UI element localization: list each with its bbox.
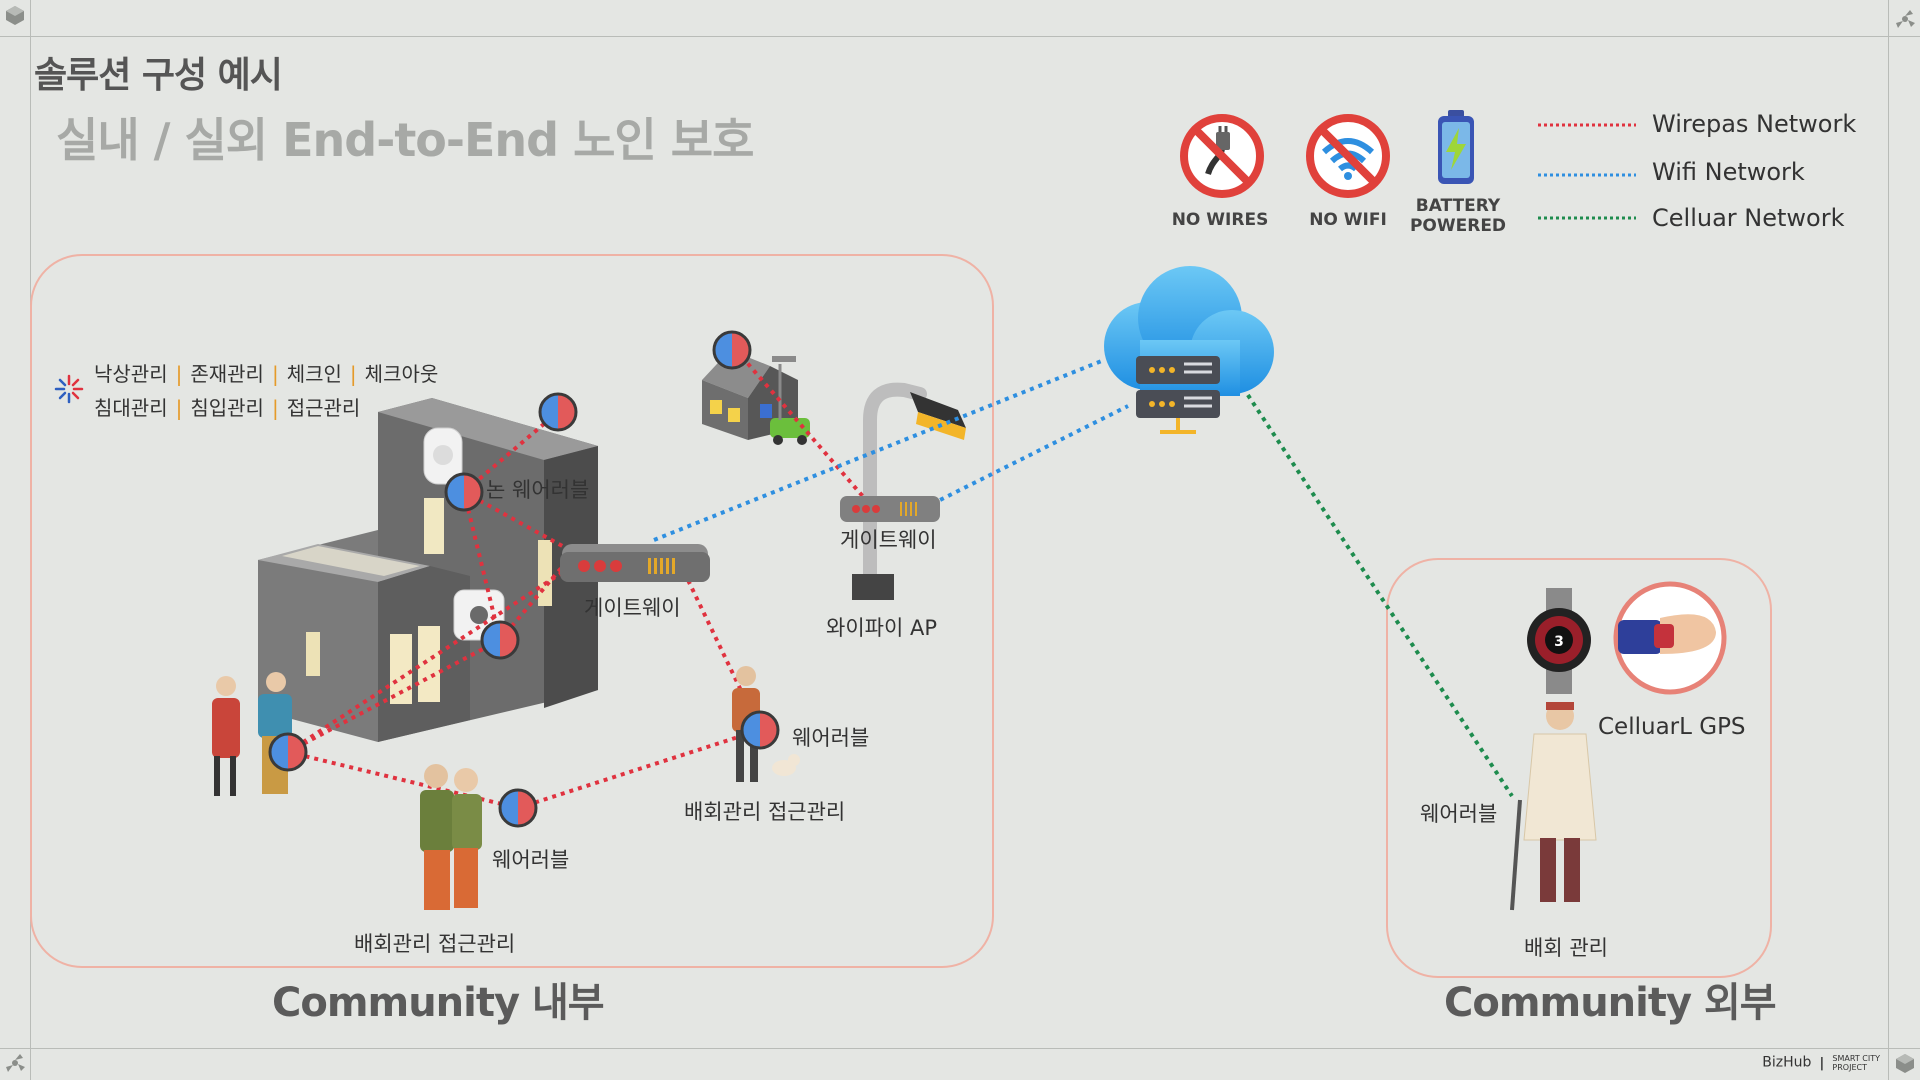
no-wifi-label: NO WIFI [1309, 210, 1387, 230]
footer-project-line1: SMART CITY [1832, 1054, 1880, 1063]
gateway-device-1 [560, 544, 710, 582]
legend-celluar-label: Celluar Network [1652, 204, 1845, 232]
caption-a: 배회관리 접근관리 [354, 932, 516, 956]
corner-fan-icon [1896, 10, 1915, 28]
wirepas-node-icon [498, 788, 538, 828]
sparkle-icon [54, 374, 84, 404]
feature-item: 침입관리 [190, 396, 264, 420]
caption-b: 배회관리 접근관리 [684, 800, 846, 824]
house-with-car-illustration [702, 350, 810, 445]
corner-cube-icon [6, 6, 24, 25]
non-wearable-label: 논 웨어러블 [486, 478, 590, 502]
frame-right-line [1888, 0, 1889, 1080]
street-lamp-pole [852, 382, 927, 600]
wifi-links [653, 358, 1129, 542]
legend-lines [1538, 123, 1636, 220]
gateway-label-2: 게이트웨이 [840, 528, 937, 552]
page-title: 솔루션 구성 예시 [34, 55, 283, 96]
gateway-label-1: 게이트웨이 [584, 596, 681, 620]
wirepas-node-icon [712, 330, 752, 370]
wirepas-node-icon [538, 392, 578, 432]
wirepas-node-icon [740, 710, 780, 750]
elderly-couple-1-illustration [212, 672, 292, 796]
legend-wifi-label: Wifi Network [1652, 158, 1805, 186]
gateway-device-2 [840, 496, 940, 522]
wirepas-links [286, 348, 868, 810]
smartwatch-illustration: 3 [1527, 588, 1591, 694]
community-inside-label: Community 내부 [272, 980, 605, 1026]
no-wifi-icon [1306, 114, 1390, 198]
battery-label-line2: POWERED [1409, 216, 1507, 236]
feature-item: 존재관리 [190, 362, 264, 386]
community-outside-region [1386, 558, 1772, 978]
feature-item: 낙상관리 [94, 362, 168, 386]
corner-cube-icon [1896, 1054, 1914, 1073]
wifi-ap-label: 와이파이 AP [826, 616, 937, 640]
corner-fan-icon [6, 1054, 25, 1072]
outside-caption: 배회 관리 [1524, 936, 1608, 960]
frame-top-line [0, 36, 1920, 37]
watch-number: 3 [1554, 634, 1564, 650]
battery-icon [1438, 110, 1474, 184]
footer-brand-name: BizHub [1762, 1054, 1812, 1071]
page-subtitle: 실내 / 실외 End-to-End 노인 보호 [56, 113, 754, 167]
no-wires-label: NO WIRES [1171, 210, 1269, 230]
wifi-ap-device [910, 392, 966, 440]
wearable-label-b: 웨어러블 [792, 726, 870, 750]
frame-bottom-line [0, 1048, 1920, 1049]
feature-item: 접근관리 [286, 396, 361, 420]
feature-item: 침대관리 [94, 396, 168, 420]
legend-wirepas-label: Wirepas Network [1652, 110, 1857, 138]
feature-item: 체크아웃 [364, 362, 439, 386]
wrist-watch-icon [1613, 581, 1727, 695]
community-outside-label: Community 외부 [1444, 980, 1777, 1026]
feature-item: 체크인 [286, 362, 342, 386]
celluar-links [1236, 378, 1514, 798]
footer-brand: BizHub | SMART CITY PROJECT [1762, 1054, 1880, 1072]
no-wires-icon [1180, 114, 1264, 198]
elderly-man-with-cane-illustration [1510, 702, 1597, 911]
feature-row-2: 침대관리|침입관리|접근관리 [94, 396, 361, 420]
gps-label: CelluarL GPS [1598, 714, 1746, 740]
battery-label-line1: BATTERY [1415, 196, 1501, 216]
footer-project-line2: PROJECT [1832, 1063, 1867, 1072]
motion-sensor-device [423, 427, 463, 485]
wirepas-node-icon [444, 472, 484, 512]
wirepas-node-icon [268, 732, 308, 772]
community-inside-region [30, 254, 994, 968]
elderly-couple-2-illustration [420, 764, 482, 910]
outside-wearable-label: 웨어러블 [1420, 802, 1498, 826]
feature-row-1: 낙상관리|존재관리|체크인|체크아웃 [94, 362, 439, 386]
wearable-label-a: 웨어러블 [492, 848, 570, 872]
cloud-server-icon [1104, 266, 1274, 434]
wirepas-node-icon [480, 620, 520, 660]
